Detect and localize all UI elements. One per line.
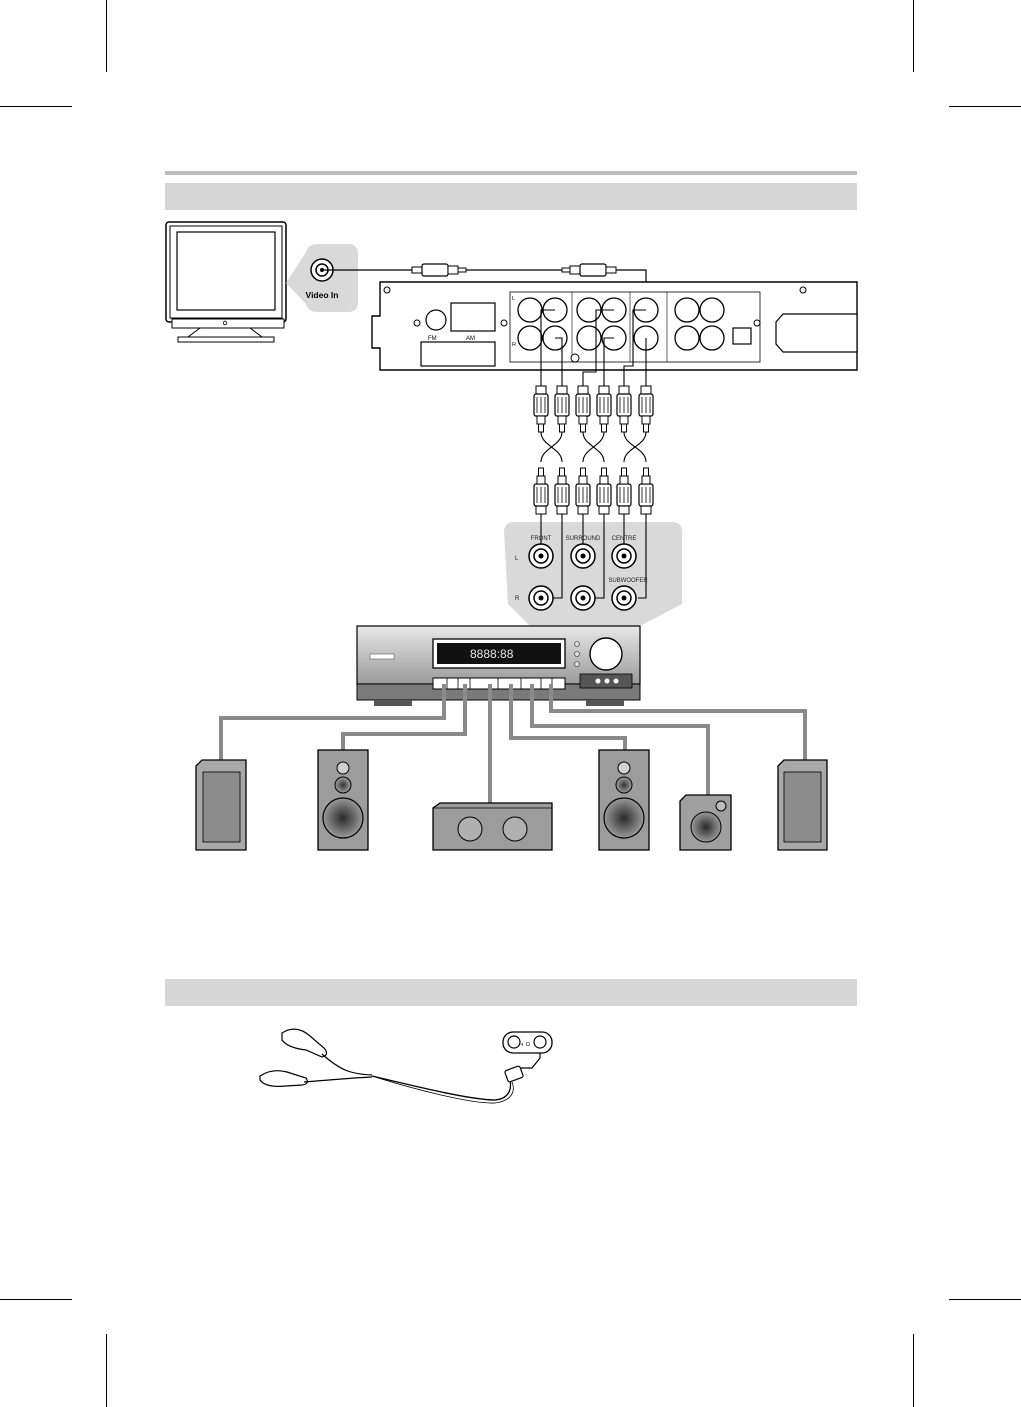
amp-l-label: L <box>515 556 519 562</box>
crop-mark-top-left-v <box>106 0 107 72</box>
centre-label: CENTRE <box>612 536 637 542</box>
player-r-label: R <box>512 342 516 348</box>
crop-mark-bottom-left-h <box>0 1299 72 1300</box>
headphone-jack-panel <box>502 1031 553 1054</box>
tv <box>165 221 287 343</box>
crop-mark-top-right-h <box>949 106 1021 107</box>
amp-r-label: R <box>515 596 520 602</box>
receiver-display: 8888:88 <box>470 647 514 661</box>
crop-mark-bottom-right-v <box>913 1334 914 1407</box>
video-in-panel <box>286 244 358 312</box>
speaker-centre <box>432 802 553 851</box>
fm-label: FM <box>428 336 437 342</box>
surround-label: SURROUND <box>566 536 601 542</box>
section-bar-surround <box>165 183 857 210</box>
crop-mark-top-right-v <box>913 0 914 72</box>
receiver <box>356 625 641 706</box>
crop-mark-top-left-h <box>0 106 72 107</box>
plugs-lower <box>533 467 654 515</box>
headphone-jack-label: ◐ Ω <box>521 1042 530 1048</box>
cable-twists <box>540 431 647 463</box>
speaker-subwoofer <box>679 794 732 851</box>
am-label: AM <box>466 336 475 342</box>
subwoofer-label: SUBWOOFER <box>608 578 648 584</box>
player-l-label: L <box>512 296 515 302</box>
plugs-upper <box>533 385 654 433</box>
player-rear-panel <box>371 281 858 371</box>
video-cable <box>322 263 647 300</box>
speaker-front-right <box>598 749 650 851</box>
speaker-cables <box>219 684 807 803</box>
front-label: FRONT <box>531 536 552 542</box>
speaker-front-left <box>317 749 369 851</box>
earphones <box>259 1028 541 1104</box>
speaker-surround-right <box>777 759 828 851</box>
speaker-surround-left <box>195 759 247 851</box>
audio-wires-upper <box>540 309 647 390</box>
section-bar-headphones <box>165 979 857 1006</box>
header-rule <box>165 171 857 175</box>
video-in-label: Video In <box>306 290 339 300</box>
crop-mark-bottom-right-h <box>949 1299 1021 1300</box>
crop-mark-bottom-left-v <box>106 1334 107 1407</box>
